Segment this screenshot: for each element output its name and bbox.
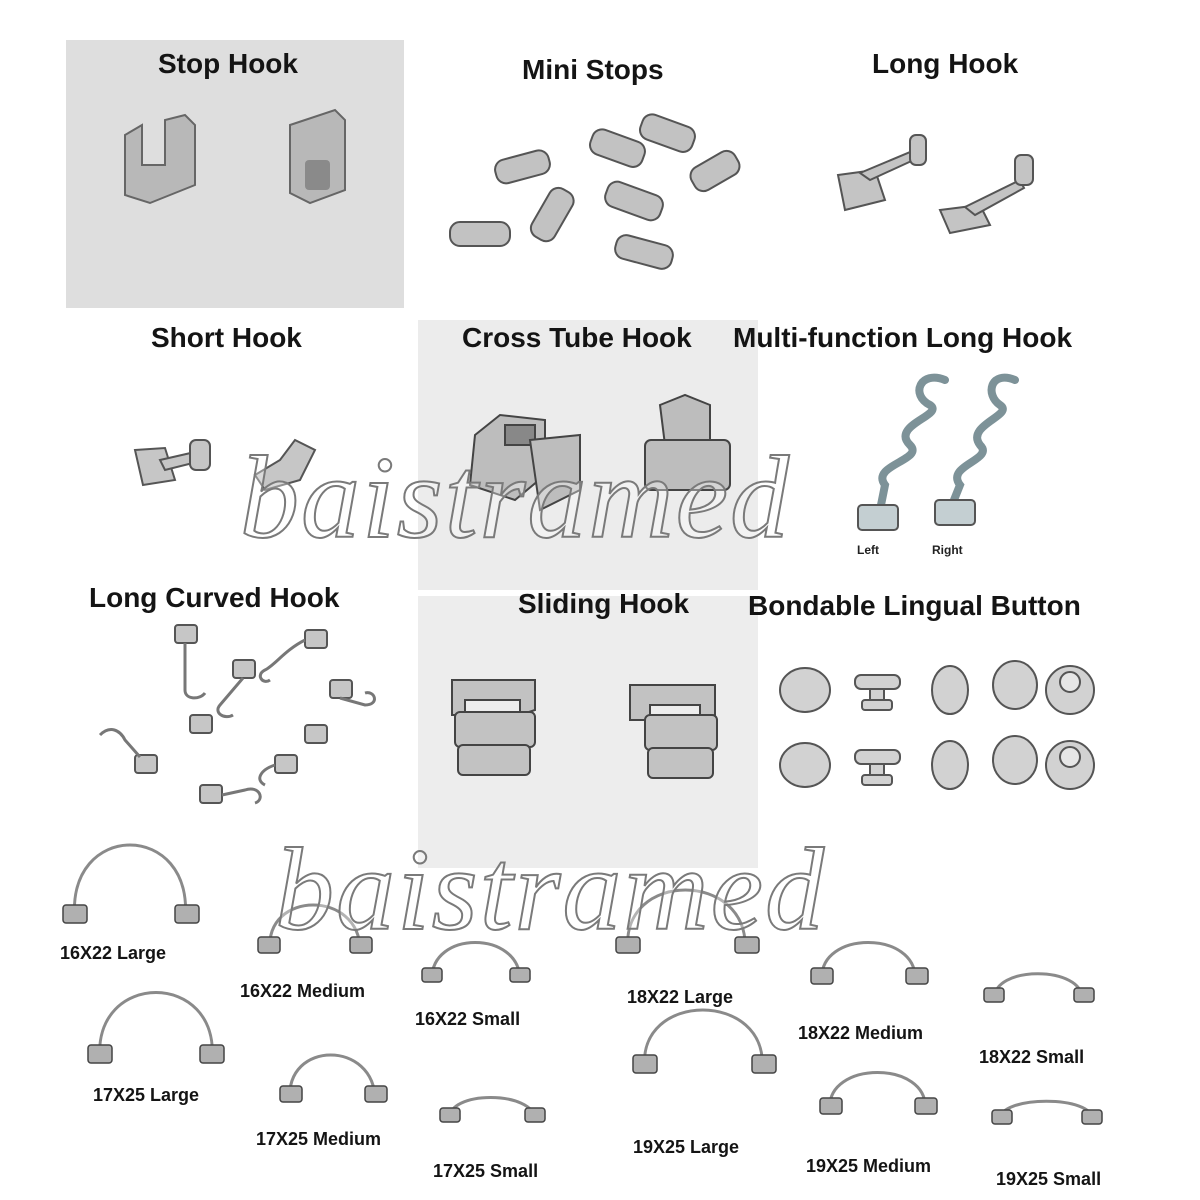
spring-label-17x25-small: 17X25 Small	[433, 1161, 539, 1181]
spring-19x25-large	[643, 1008, 764, 1071]
cross-tube-hook-image	[468, 393, 731, 512]
spring-18x22-medium	[820, 941, 917, 981]
stop-hook-title: Stop Hook	[158, 48, 298, 79]
stop-hook-photo	[66, 40, 404, 308]
spring-label-19x25-large: 19X25 Large	[633, 1137, 740, 1157]
long-curved-hook-title: Long Curved Hook	[89, 582, 340, 613]
spring-17x25-large	[98, 991, 214, 1061]
spring-label-19x25-small: 19X25 Small	[996, 1169, 1102, 1189]
short-hook-image	[133, 438, 317, 492]
spring-18x22-small	[993, 972, 1084, 1001]
spring-label-17x25-medium: 17X25 Medium	[256, 1129, 382, 1149]
sliding-hook-title: Sliding Hook	[518, 588, 690, 619]
short-hook-title: Short Hook	[151, 322, 302, 353]
long-curved-hook-image	[98, 624, 376, 805]
multi-function-right-label: Right	[932, 543, 963, 557]
mini-stops-title: Mini Stops	[522, 54, 664, 85]
stop-hook-image	[124, 108, 346, 205]
spring-17x25-medium	[288, 1053, 377, 1101]
spring-18x22-large	[626, 888, 747, 951]
spring-label-18x22-medium: 18X22 Medium	[798, 1023, 924, 1043]
spring-label-19x25-medium: 19X25 Medium	[806, 1156, 932, 1176]
spring-16x22-small	[430, 941, 522, 981]
bondable-lingual-button-image	[779, 660, 1095, 790]
spring-label-18x22-large: 18X22 Large	[627, 987, 734, 1007]
sliding-hook-image	[451, 679, 718, 779]
multi-function-left-label: Left	[857, 543, 879, 557]
spring-label-16x22-small: 16X22 Small	[415, 1009, 521, 1029]
spring-label-17x25-large: 17X25 Large	[93, 1085, 200, 1105]
spring-label-16x22-large: 16X22 Large	[60, 943, 167, 963]
spring-19x25-small	[998, 1099, 1094, 1121]
spring-label-18x22-small: 18X22 Small	[979, 1047, 1085, 1067]
cross-tube-hook-title: Cross Tube Hook	[462, 322, 692, 353]
spring-19x25-medium	[828, 1071, 927, 1111]
spring-label-16x22-medium: 16X22 Medium	[240, 981, 366, 1001]
spring-16x22-medium	[268, 903, 362, 951]
multi-function-long-hook-title: Multi-function Long Hook	[733, 322, 1073, 353]
multi-function-long-hook-image	[857, 373, 1019, 531]
long-hook-image	[836, 134, 1034, 235]
spring-17x25-small	[448, 1096, 537, 1121]
spring-16x22-large	[73, 843, 187, 921]
springs-image	[62, 843, 1103, 1125]
bondable-lingual-button-title: Bondable Lingual Button	[748, 590, 1081, 621]
mini-stops-image	[449, 113, 741, 270]
long-hook-title: Long Hook	[872, 48, 1019, 79]
